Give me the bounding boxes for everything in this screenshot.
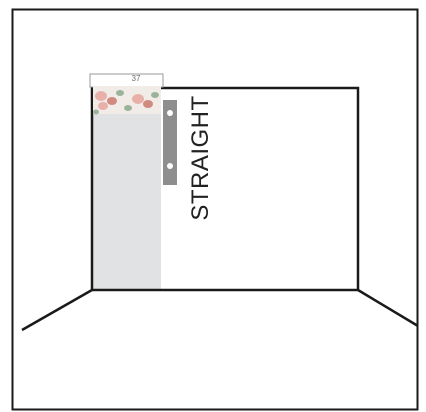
strip-type-label: STRAIGHT xyxy=(182,83,220,233)
hanging-bar xyxy=(163,100,177,185)
wallpaper-panel xyxy=(93,84,161,290)
pattern-measure-label: 37 xyxy=(116,73,156,85)
